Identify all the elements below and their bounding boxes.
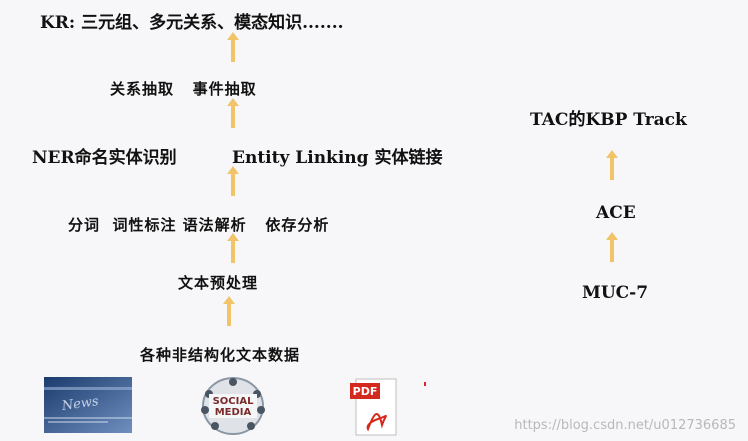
red-mark [424,382,426,386]
news-text: News [60,394,100,414]
preprocess-label: 文本预处理 [178,274,259,292]
ner-label: NER命名实体识别 [32,148,177,168]
muc7-label: MUC-7 [582,283,649,303]
news-image: News [44,377,132,433]
entity-linking-label: Entity Linking 实体链接 [232,148,443,168]
ace-label: ACE [596,203,636,223]
extraction-label: 关系抽取 事件抽取 [110,80,257,98]
source-label: 各种非结构化文本数据 [140,346,301,364]
social-text: SOCIAL [213,396,255,407]
arrow-up-icon [222,296,236,326]
arrow-up-icon [226,98,240,128]
arrow-up-icon [226,32,240,62]
tac-kbp-label: TAC的KBP Track [530,110,687,130]
arrow-up-icon [226,233,240,263]
social-media-image: SOCIAL MEDIA [195,376,271,436]
pdf-icon: PDF [348,377,400,437]
arrow-up-icon [605,150,619,180]
kr-label: KR: 三元组、多元关系、模态知识....... [40,13,344,33]
watermark-url: https://blog.csdn.net/u012736685 [514,418,736,433]
pdf-text: PDF [353,385,378,398]
nlp-basics-label: 分词 词性标注 语法解析 依存分析 [68,216,330,234]
media-text: MEDIA [215,407,252,418]
arrow-up-icon [226,166,240,196]
arrow-up-icon [605,232,619,262]
